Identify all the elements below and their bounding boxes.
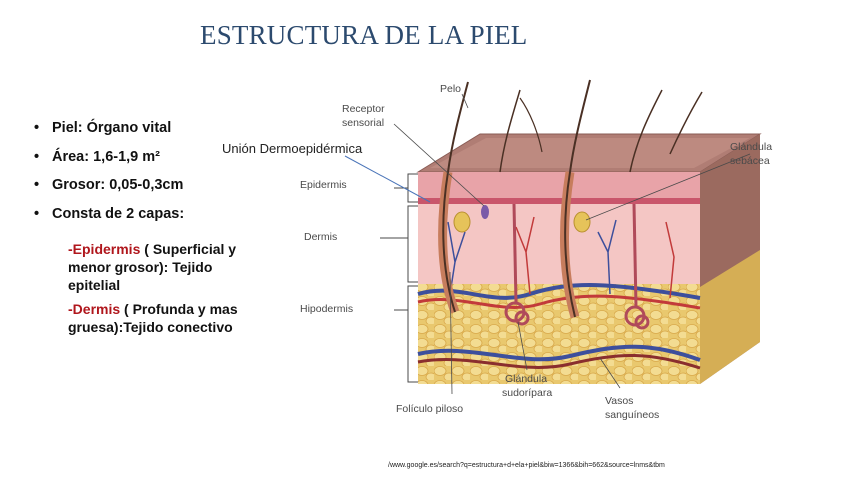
hair-shaft-4 xyxy=(629,89,663,173)
bullet-item-thickness: Grosor: 0,05-0,3cm xyxy=(34,171,184,200)
hair-shaft-6 xyxy=(519,97,543,153)
layer-dermis: -Dermis ( Profunda y mas gruesa):Tejido … xyxy=(68,300,268,336)
leader-receptor xyxy=(393,123,485,207)
label-sebacea-line2: sebácea xyxy=(730,155,770,167)
layer-epidermis-prefix: - xyxy=(68,241,73,257)
vein-2 xyxy=(417,344,701,362)
layer-epidermis-base xyxy=(418,198,700,204)
label-foliculo: Folículo piloso xyxy=(396,403,463,415)
capillary-2 xyxy=(515,216,535,295)
label-hipodermis: Hipodermis xyxy=(300,303,353,315)
slide-title: ESTRUCTURA DE LA PIEL xyxy=(200,20,528,50)
artery-1 xyxy=(417,294,701,310)
label-vasos-line1: Vasos xyxy=(605,395,633,407)
layer-epidermis-name: Epidermis xyxy=(72,241,141,257)
sweat-gland-1 xyxy=(504,203,530,326)
label-dermis: Dermis xyxy=(304,231,337,243)
leader-sudoripara xyxy=(517,321,528,371)
bullet-list: Piel: Órgano vital Área: 1,6-1,9 m² Gros… xyxy=(34,114,184,228)
skin-diagram: Pelo Receptor sensorial Glándula sebácea… xyxy=(300,79,772,421)
capillary-3 xyxy=(597,219,617,295)
source-url: /www.google.es/search?q=estructura+d+ela… xyxy=(388,462,665,469)
layer-epidermis: -Epidermis ( Superficial y menor grosor)… xyxy=(68,240,268,294)
sebaceous-gland-1 xyxy=(453,211,471,233)
union-arrow xyxy=(344,155,431,203)
bracket-hypodermis xyxy=(407,285,418,383)
skin-side-hypodermis xyxy=(700,250,760,384)
label-sudoripara-line2: sudorípara xyxy=(502,387,552,399)
artery-2 xyxy=(417,354,701,370)
hair-shaft-5 xyxy=(669,91,703,155)
leader-sebacea xyxy=(585,153,751,221)
label-receptor-line1: Receptor xyxy=(342,103,385,115)
leader-foliculo xyxy=(449,271,453,395)
capillary-1 xyxy=(447,221,466,295)
leader-pelo xyxy=(461,93,469,109)
label-sebacea-line1: Glándula xyxy=(730,141,772,153)
bracket-dermis xyxy=(407,205,418,283)
bullet-item-area: Área: 1,6-1,9 m² xyxy=(34,143,184,172)
layer-dermis-name: Dermis xyxy=(72,301,121,317)
hair-shaft-3 xyxy=(499,89,521,173)
annotation-union-dermoepidermica: Unión Dermoepidérmica xyxy=(222,141,363,156)
bracket-epidermis xyxy=(407,173,418,203)
sebaceous-gland-2 xyxy=(573,211,591,233)
label-vasos-line2: sanguíneos xyxy=(605,409,659,421)
sensory-receptor xyxy=(481,205,489,219)
skin-surface-texture xyxy=(430,138,750,168)
bullet-item-organ: Piel: Órgano vital xyxy=(34,114,184,143)
layer-dermis-text: ( Profunda y mas gruesa):Tejido conectiv… xyxy=(68,301,238,335)
layer-epidermis-text: ( Superficial y menor grosor): Tejido ep… xyxy=(68,241,237,293)
label-pelo: Pelo xyxy=(440,83,461,95)
layer-descriptions: -Epidermis ( Superficial y menor grosor)… xyxy=(68,240,268,342)
hair-shaft-2 xyxy=(564,79,591,318)
bullet-item-layers: Consta de 2 capas: xyxy=(34,200,184,229)
label-receptor-line2: sensorial xyxy=(342,117,384,129)
label-epidermis: Epidermis xyxy=(300,179,347,191)
layer-dermis-prefix: - xyxy=(68,301,73,317)
leader-vasos xyxy=(599,357,621,389)
sweat-gland-2 xyxy=(624,203,650,330)
hair-shaft-1 xyxy=(442,81,469,313)
label-sudoripara-line1: Glándula xyxy=(505,373,547,385)
capillary-4 xyxy=(665,221,675,299)
